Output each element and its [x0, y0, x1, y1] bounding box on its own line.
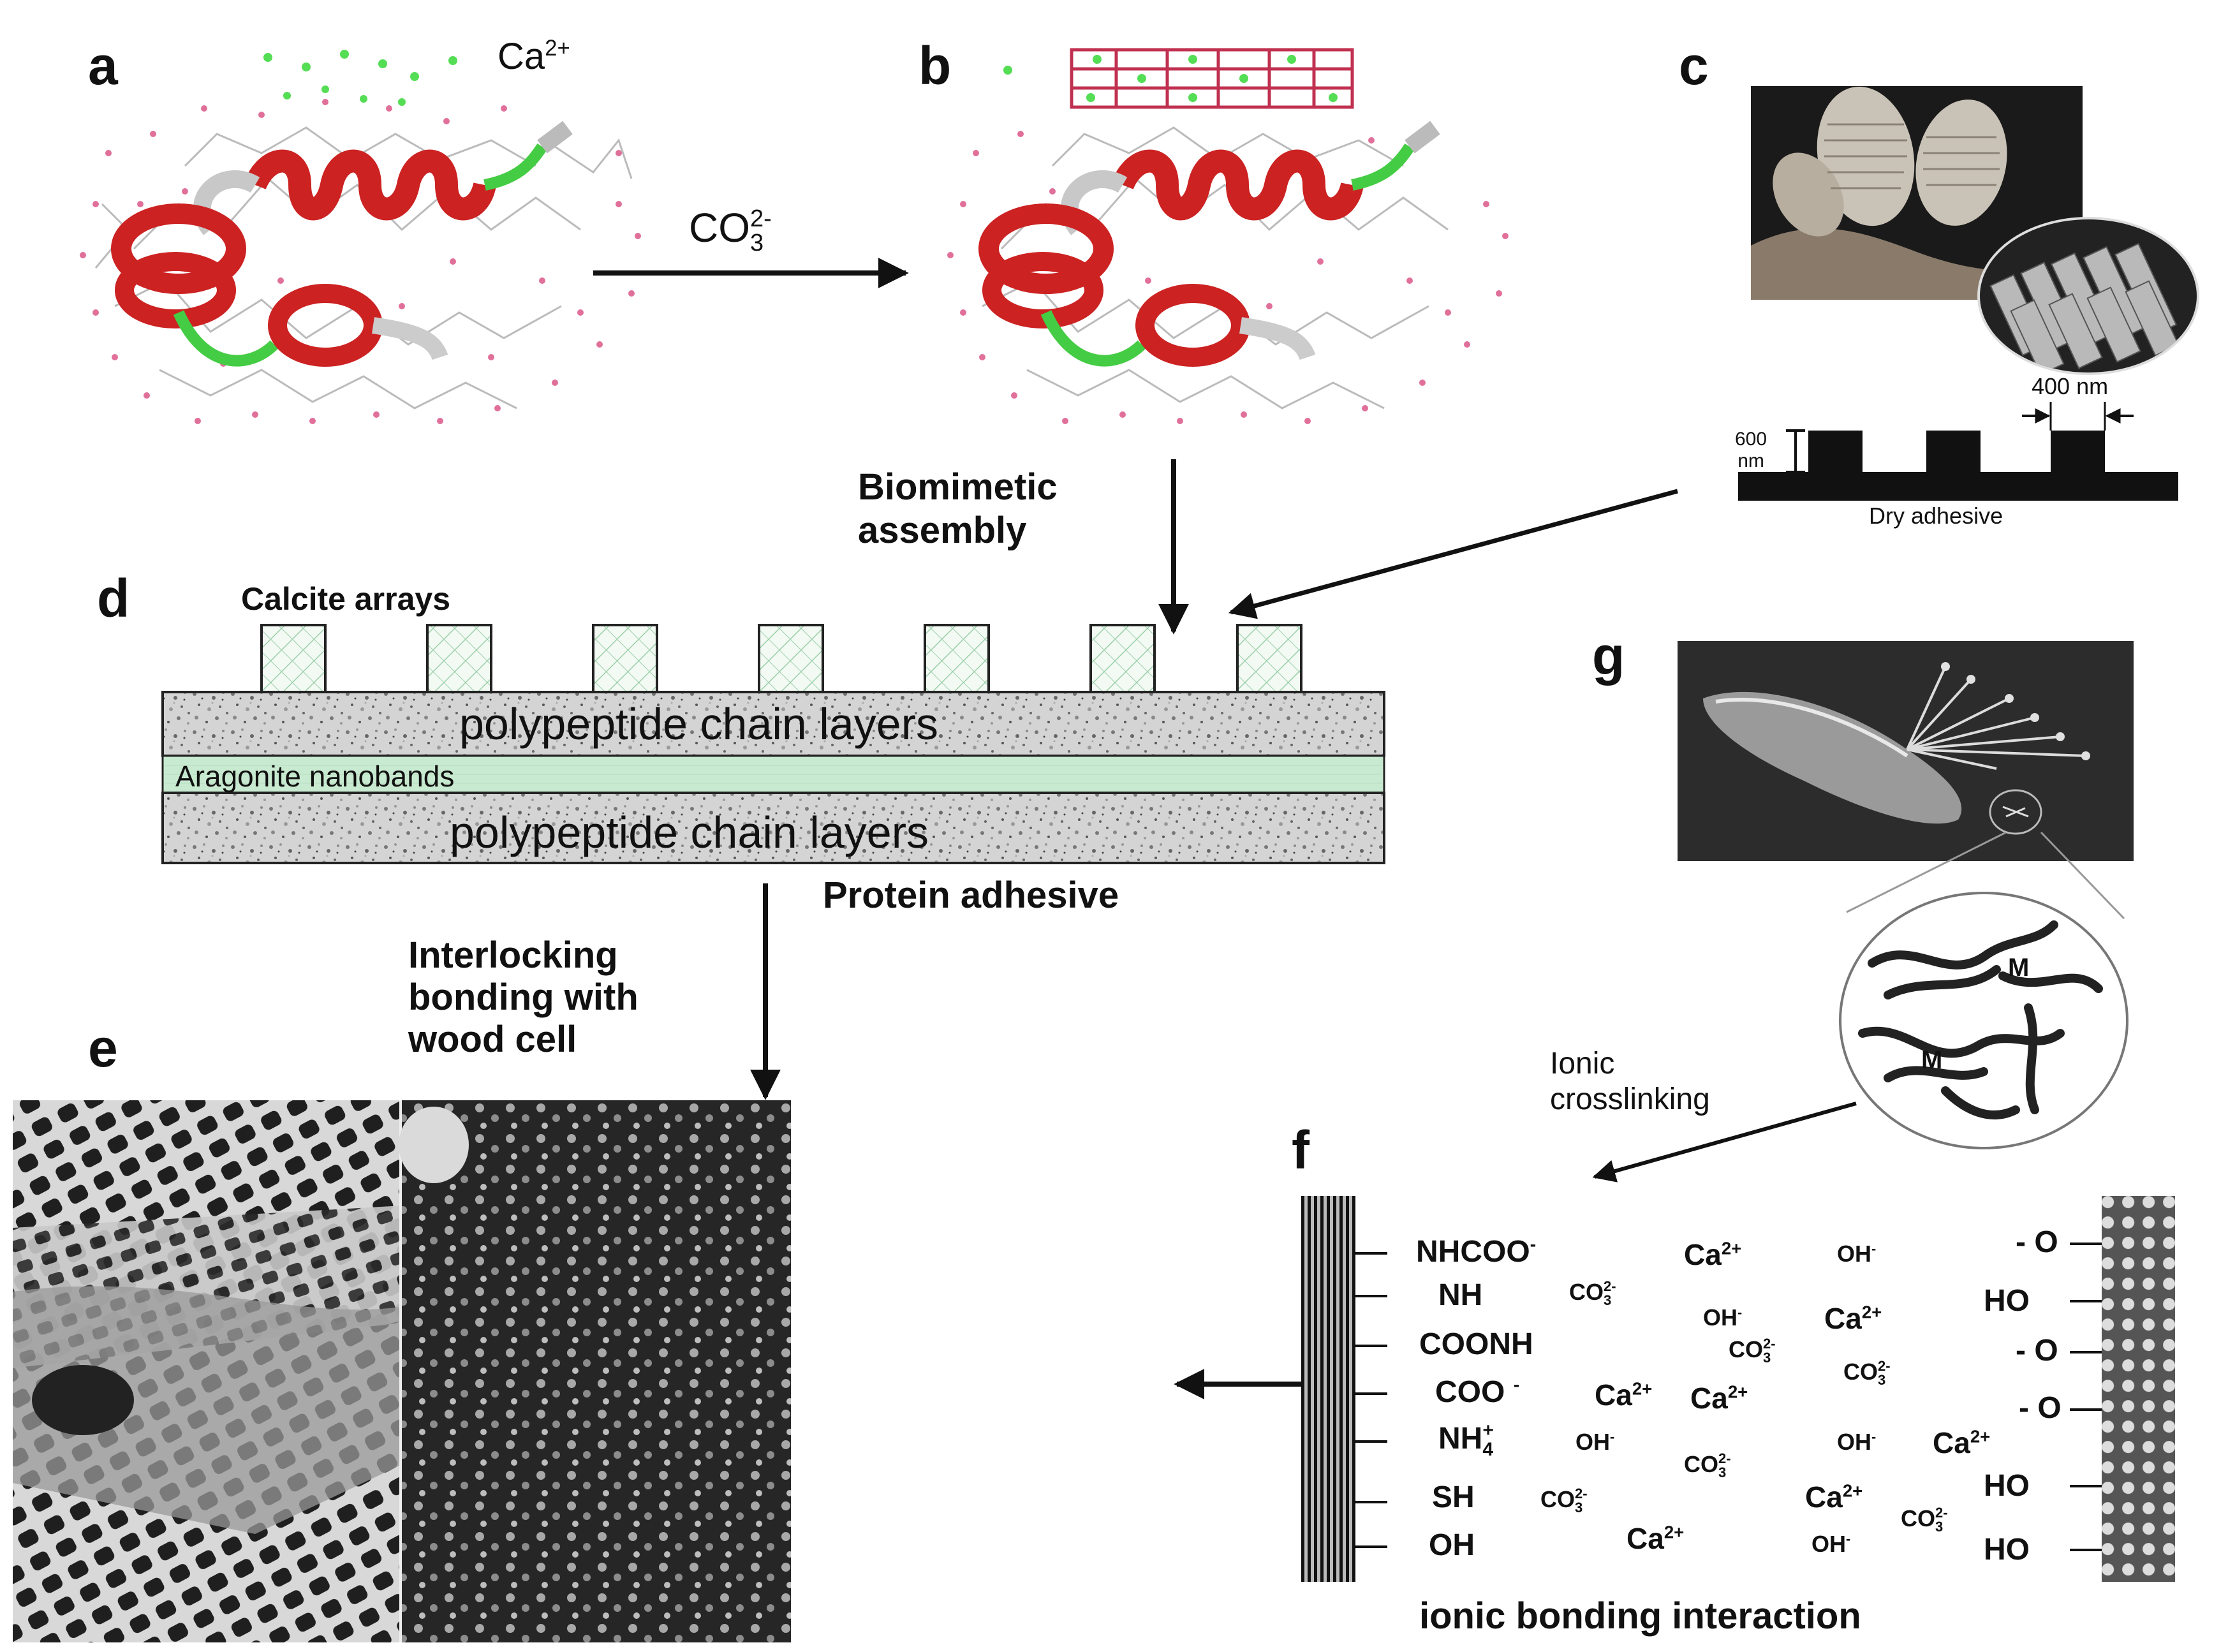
group-nhcoo: NHCOO- — [1416, 1234, 1537, 1269]
panel-a-protein-structure — [57, 38, 663, 434]
pillar-1 — [1808, 431, 1863, 475]
calcite-pillar-3 — [592, 624, 658, 693]
group-coo: COO - — [1435, 1375, 1520, 1409]
ion-oh: OH- — [1837, 1429, 1877, 1455]
right-group-2: HO — [1984, 1284, 2030, 1318]
adhesive-base — [1738, 472, 2178, 501]
panel-letter-g: g — [1592, 626, 1625, 686]
bottom-layer-label: polypeptide chain layers — [450, 808, 929, 857]
ion-ca: Ca2+ — [1933, 1426, 1991, 1459]
calcite-pillar-1 — [260, 624, 327, 693]
pillar-width-label: 400 nm — [2032, 373, 2109, 399]
ion-ca: Ca2+ — [1684, 1238, 1742, 1271]
wood-cell-graphic — [13, 1100, 791, 1642]
arrow-c-to-d — [1228, 489, 1678, 619]
group-sh: SH — [1432, 1480, 1475, 1514]
calcite-pillar-2 — [426, 624, 492, 693]
calcium-ion-label: Ca2+ — [498, 36, 570, 77]
protein-adhesive-caption: Protein adhesive — [823, 874, 1119, 916]
panel-letter-d: d — [97, 568, 130, 628]
calcite-pillar-6 — [1089, 624, 1156, 693]
mussel-photo — [1678, 641, 2134, 861]
right-group-6: HO — [1984, 1533, 2030, 1567]
setae-graphic — [1989, 242, 2180, 372]
protein-helix-a-graphic — [80, 50, 641, 424]
top-layer-label: polypeptide chain layers — [459, 699, 939, 749]
ion-ca: Ca2+ — [1627, 1522, 1685, 1555]
right-group-1: - O — [2016, 1225, 2058, 1259]
crosslink-zoom-circle — [1839, 892, 2128, 1149]
metal-node-2: M — [1921, 1046, 1943, 1074]
panel-letter-f: f — [1292, 1120, 1310, 1180]
metal-node-1: M — [2008, 954, 2030, 982]
ion-ca: Ca2+ — [1824, 1302, 1882, 1335]
calcite-pillar-7 — [1236, 624, 1302, 693]
ion-oh: OH- — [1575, 1429, 1615, 1455]
wood-surface-strip — [1301, 1196, 1355, 1582]
pillar-2 — [1926, 431, 1981, 475]
ionic-bonding-caption: ionic bonding interaction — [1419, 1595, 1861, 1637]
group-oh: OH — [1429, 1528, 1475, 1562]
mussel-graphic — [1678, 641, 2134, 861]
calcite-arrays-label: Calcite arrays — [241, 581, 451, 617]
setae-closeup-inset — [1977, 217, 2199, 375]
pillar-3 — [2051, 431, 2105, 475]
right-group-3: - O — [2016, 1334, 2058, 1368]
right-group-5: HO — [1984, 1469, 2030, 1503]
right-group-4: - O — [2019, 1391, 2062, 1425]
calcite-surface-strip — [2102, 1196, 2175, 1582]
ion-ca: Ca2+ — [1805, 1480, 1863, 1514]
wood-cell-sem-image — [13, 1100, 791, 1642]
protein-helix-b-graphic — [947, 48, 1509, 424]
panel-letter-b: b — [918, 36, 952, 96]
ion-oh: OH- — [1837, 1241, 1877, 1267]
group-nh: NH — [1438, 1278, 1483, 1312]
panel-letter-a: a — [88, 36, 118, 96]
aragonite-label: Aragonite nanobands — [175, 760, 455, 793]
panel-letter-c: c — [1679, 36, 1709, 96]
ion-oh: OH- — [1811, 1531, 1851, 1557]
ion-ca: Ca2+ — [1595, 1378, 1653, 1412]
group-coonh: COONH — [1419, 1327, 1533, 1361]
ion-oh: OH- — [1703, 1304, 1743, 1331]
panel-b-protein-structure — [925, 38, 1531, 434]
panel-letter-e: e — [88, 1018, 118, 1078]
calcite-pillar-5 — [924, 624, 990, 693]
dry-adhesive-caption: Dry adhesive — [1869, 503, 2003, 529]
calcite-pillar-4 — [758, 624, 824, 693]
group-nh4: NH+4 — [1438, 1420, 1494, 1461]
ion-ca: Ca2+ — [1690, 1382, 1748, 1415]
